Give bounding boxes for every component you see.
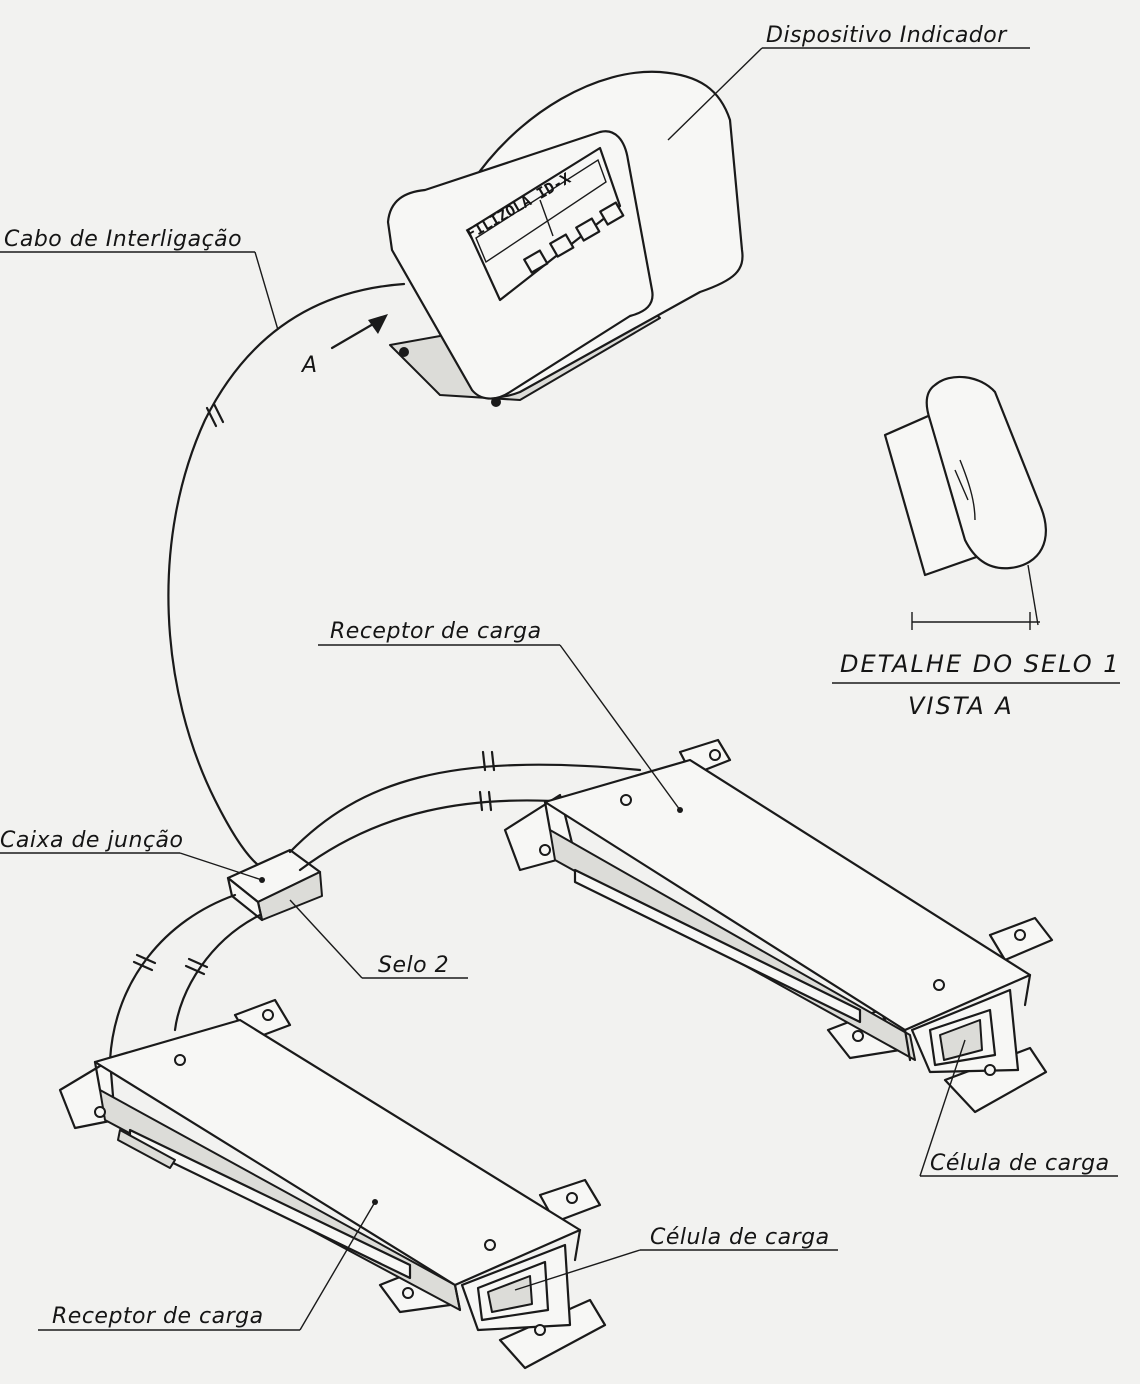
label-junction-box: Caixa de junção [0, 828, 183, 853]
label-receiver-bottom: Receptor de carga [52, 1304, 264, 1329]
load-receiver-right [503, 738, 1054, 1114]
cable-right-2 [298, 799, 572, 872]
label-load-cell-right: Célula de carga [930, 1151, 1110, 1176]
cable-right-1 [288, 763, 642, 854]
label-view-a: VISTA A [908, 692, 1014, 720]
load-receiver-left [58, 998, 607, 1370]
label-interconnect-cable: Cabo de Interligação [4, 227, 242, 252]
label-receiver-top: Receptor de carga [330, 619, 542, 644]
label-seal-2: Selo 2 [378, 953, 449, 978]
indicator-device: FILIZOLA ID-X [386, 70, 744, 407]
label-load-cell-bottom: Célula de carga [650, 1225, 830, 1250]
junction-box [226, 848, 323, 922]
svg-text:A: A [300, 353, 318, 378]
label-indicator-device: Dispositivo Indicador [766, 23, 1008, 48]
leader-lines [0, 47, 1120, 1331]
view-arrow-a: A [300, 314, 388, 378]
cable-left-2 [173, 913, 262, 1032]
seal-detail [883, 375, 1047, 630]
interconnect-cable [167, 282, 406, 870]
label-seal-detail: DETALHE DO SELO 1 [840, 650, 1121, 678]
cable-left-1 [108, 893, 237, 1062]
